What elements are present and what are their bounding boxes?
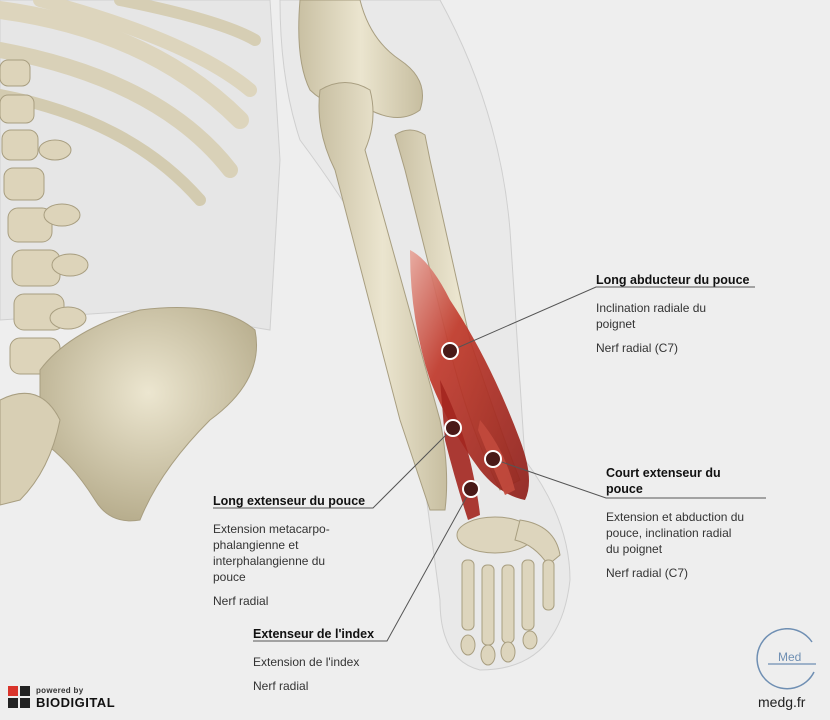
- marker-epl[interactable]: [444, 419, 462, 437]
- pelvis: [0, 307, 257, 522]
- label-title: Long abducteur du pouce: [596, 273, 750, 287]
- medg-logo[interactable]: Med medg.fr: [750, 628, 822, 714]
- label-nerve: Nerf radial: [253, 679, 309, 693]
- medg-circle-icon: Med: [756, 628, 816, 690]
- biodigital-logo[interactable]: powered by BIODIGITAL: [8, 686, 128, 712]
- label-description: Extension metacarpo- phalangienne et int…: [213, 522, 330, 584]
- label-extenseur-index: Extenseur de l'index Extension de l'inde…: [253, 626, 393, 694]
- brand-name: BIODIGITAL: [36, 695, 116, 710]
- hand-bones: [456, 516, 561, 666]
- label-description: Inclination radiale du poignet: [596, 301, 707, 331]
- marker-eip[interactable]: [462, 480, 480, 498]
- label-description: Extension et abduction du pouce, inclina…: [606, 510, 745, 556]
- label-description: Extension de l'index: [253, 655, 360, 669]
- label-title: Long extenseur du pouce: [213, 494, 366, 508]
- label-nerve: Nerf radial (C7): [596, 341, 679, 355]
- label-court-extenseur: Court extenseur du pouce Extension et ab…: [606, 465, 771, 581]
- marker-apl[interactable]: [441, 342, 459, 360]
- medg-logo-text: Med: [778, 650, 801, 664]
- biodigital-mark-icon: [8, 686, 30, 708]
- label-title: Extenseur de l'index: [253, 627, 375, 641]
- label-long-abducteur: Long abducteur du pouce Inclination radi…: [596, 272, 766, 356]
- label-long-extenseur: Long extenseur du pouce Extension metaca…: [213, 493, 373, 609]
- leader-lines: [213, 286, 766, 642]
- marker-epb[interactable]: [484, 450, 502, 468]
- medg-url[interactable]: medg.fr: [758, 694, 806, 710]
- label-title: Court extenseur du pouce: [606, 466, 721, 496]
- powered-by-text: powered by: [36, 686, 84, 695]
- label-nerve: Nerf radial: [213, 594, 269, 608]
- label-nerve: Nerf radial (C7): [606, 566, 689, 580]
